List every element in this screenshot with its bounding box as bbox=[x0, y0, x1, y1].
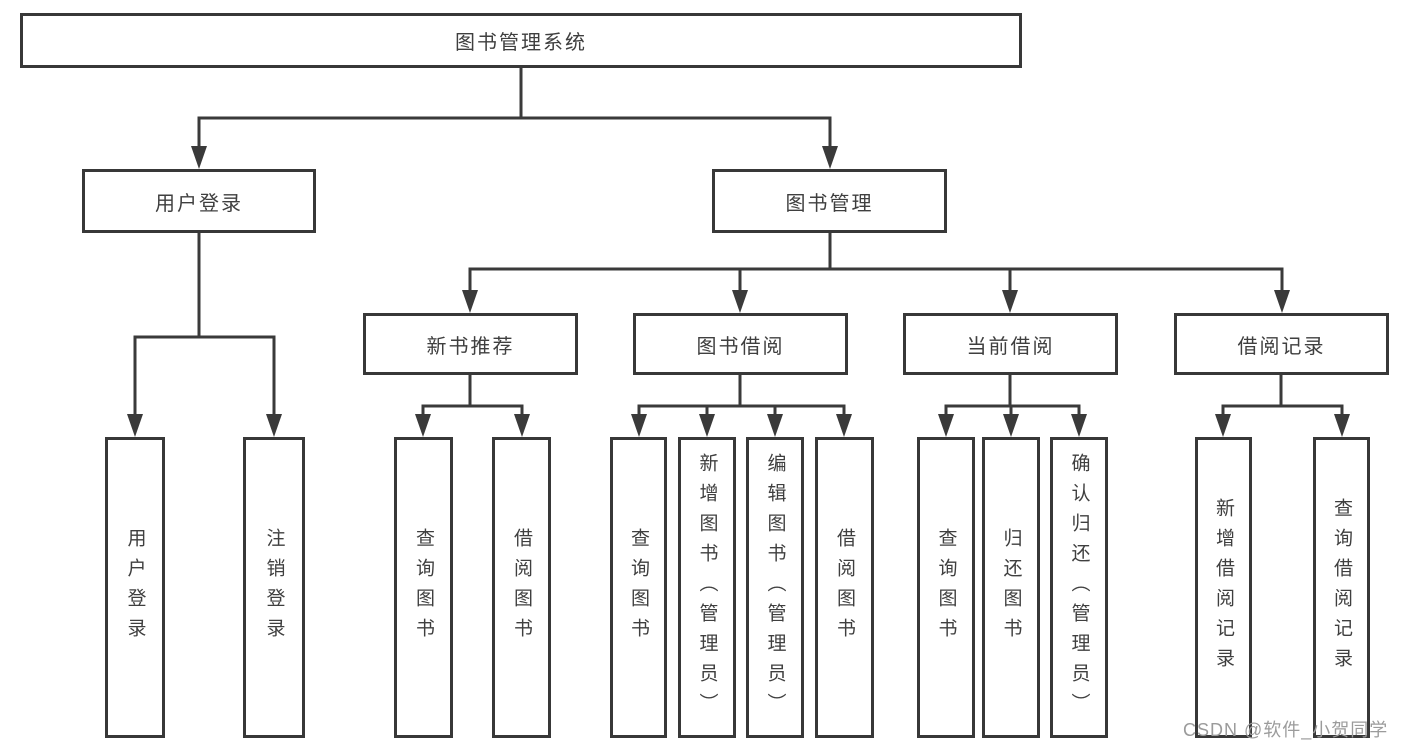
node-user-login: 用户登录 bbox=[82, 169, 316, 233]
connector-book-borrow-junction bbox=[637, 375, 846, 420]
leaf-label: 确认归还（管理员） bbox=[1068, 452, 1090, 723]
leaf-return-books: 归还图书 bbox=[982, 437, 1040, 738]
node-label: 新书推荐 bbox=[426, 335, 515, 358]
csdn-watermark: CSDN @软件_小贺同学 bbox=[1183, 720, 1389, 740]
arrowhead-icon bbox=[1334, 414, 1350, 437]
leaf-add-borrow-record: 新增借阅记录 bbox=[1195, 437, 1252, 738]
arrowhead-icon bbox=[699, 414, 715, 437]
arrowhead-icon bbox=[1274, 290, 1290, 313]
leaf-label: 查询图书 bbox=[628, 527, 649, 648]
leaf-label: 查询借阅记录 bbox=[1331, 497, 1352, 678]
arrowhead-icon bbox=[631, 414, 647, 437]
leaf-label: 用户登录 bbox=[124, 527, 146, 648]
node-book-borrowing: 图书借阅 bbox=[633, 313, 848, 375]
leaf-label: 查询图书 bbox=[935, 527, 957, 648]
node-borrowing-records: 借阅记录 bbox=[1174, 313, 1389, 375]
arrowhead-icon bbox=[266, 414, 282, 437]
leaf-confirm-return-admin: 确认归还（管理员） bbox=[1050, 437, 1108, 738]
arrowhead-icon bbox=[836, 414, 852, 437]
arrowhead-icon bbox=[462, 290, 478, 313]
leaf-query-books: 查询图书 bbox=[394, 437, 453, 738]
leaf-label: 查询图书 bbox=[413, 527, 434, 648]
arrowhead-icon bbox=[732, 290, 748, 313]
leaf-label: 新增借阅记录 bbox=[1213, 497, 1234, 678]
leaf-query-books-2: 查询图书 bbox=[610, 437, 667, 738]
leaf-label: 编辑图书（管理员） bbox=[764, 452, 786, 723]
arrowhead-icon bbox=[767, 414, 783, 437]
leaf-label: 归还图书 bbox=[1000, 527, 1022, 648]
leaf-user-login: 用户登录 bbox=[105, 437, 165, 738]
leaf-label: 新增图书（管理员） bbox=[696, 452, 718, 723]
arrowhead-icon bbox=[514, 414, 530, 437]
leaf-query-books-3: 查询图书 bbox=[917, 437, 975, 738]
connector-new-book-junction bbox=[421, 375, 524, 420]
connector-borrow-record-junction bbox=[1221, 375, 1344, 420]
leaf-label: 注销登录 bbox=[263, 527, 285, 648]
leaf-edit-books-admin: 编辑图书（管理员） bbox=[746, 437, 804, 738]
node-label: 图书管理 bbox=[785, 192, 874, 215]
arrowhead-icon bbox=[1003, 414, 1019, 437]
arrowhead-icon bbox=[1002, 290, 1018, 313]
node-label: 图书借阅 bbox=[696, 335, 785, 358]
arrowhead-icon bbox=[415, 414, 431, 437]
arrowhead-icon bbox=[1071, 414, 1087, 437]
node-label: 当前借阅 bbox=[966, 335, 1055, 358]
leaf-borrow-books: 借阅图书 bbox=[492, 437, 551, 738]
connector-user-login-junction bbox=[133, 335, 276, 420]
leaf-label: 借阅图书 bbox=[834, 527, 855, 648]
arrowhead-icon bbox=[938, 414, 954, 437]
connector-level1-junction bbox=[197, 116, 832, 150]
leaf-query-borrow-record: 查询借阅记录 bbox=[1313, 437, 1370, 738]
node-label: 图书管理系统 bbox=[455, 32, 587, 54]
node-new-book-recommendation: 新书推荐 bbox=[363, 313, 578, 375]
connector-level3-junction bbox=[468, 267, 1284, 292]
arrowhead-icon bbox=[127, 414, 143, 437]
arrowhead-icon bbox=[822, 146, 838, 169]
node-library-system: 图书管理系统 bbox=[20, 13, 1022, 68]
leaf-logout: 注销登录 bbox=[243, 437, 305, 738]
node-current-borrowing: 当前借阅 bbox=[903, 313, 1118, 375]
node-book-management: 图书管理 bbox=[712, 169, 947, 233]
connector-current-borrow-junction bbox=[944, 375, 1081, 420]
arrowhead-icon bbox=[191, 146, 207, 169]
arrowhead-icon bbox=[1215, 414, 1231, 437]
node-label: 借阅记录 bbox=[1237, 335, 1326, 358]
leaf-borrow-books-2: 借阅图书 bbox=[815, 437, 874, 738]
node-label: 用户登录 bbox=[155, 192, 243, 215]
leaf-add-books-admin: 新增图书（管理员） bbox=[678, 437, 736, 738]
leaf-label: 借阅图书 bbox=[511, 527, 532, 648]
